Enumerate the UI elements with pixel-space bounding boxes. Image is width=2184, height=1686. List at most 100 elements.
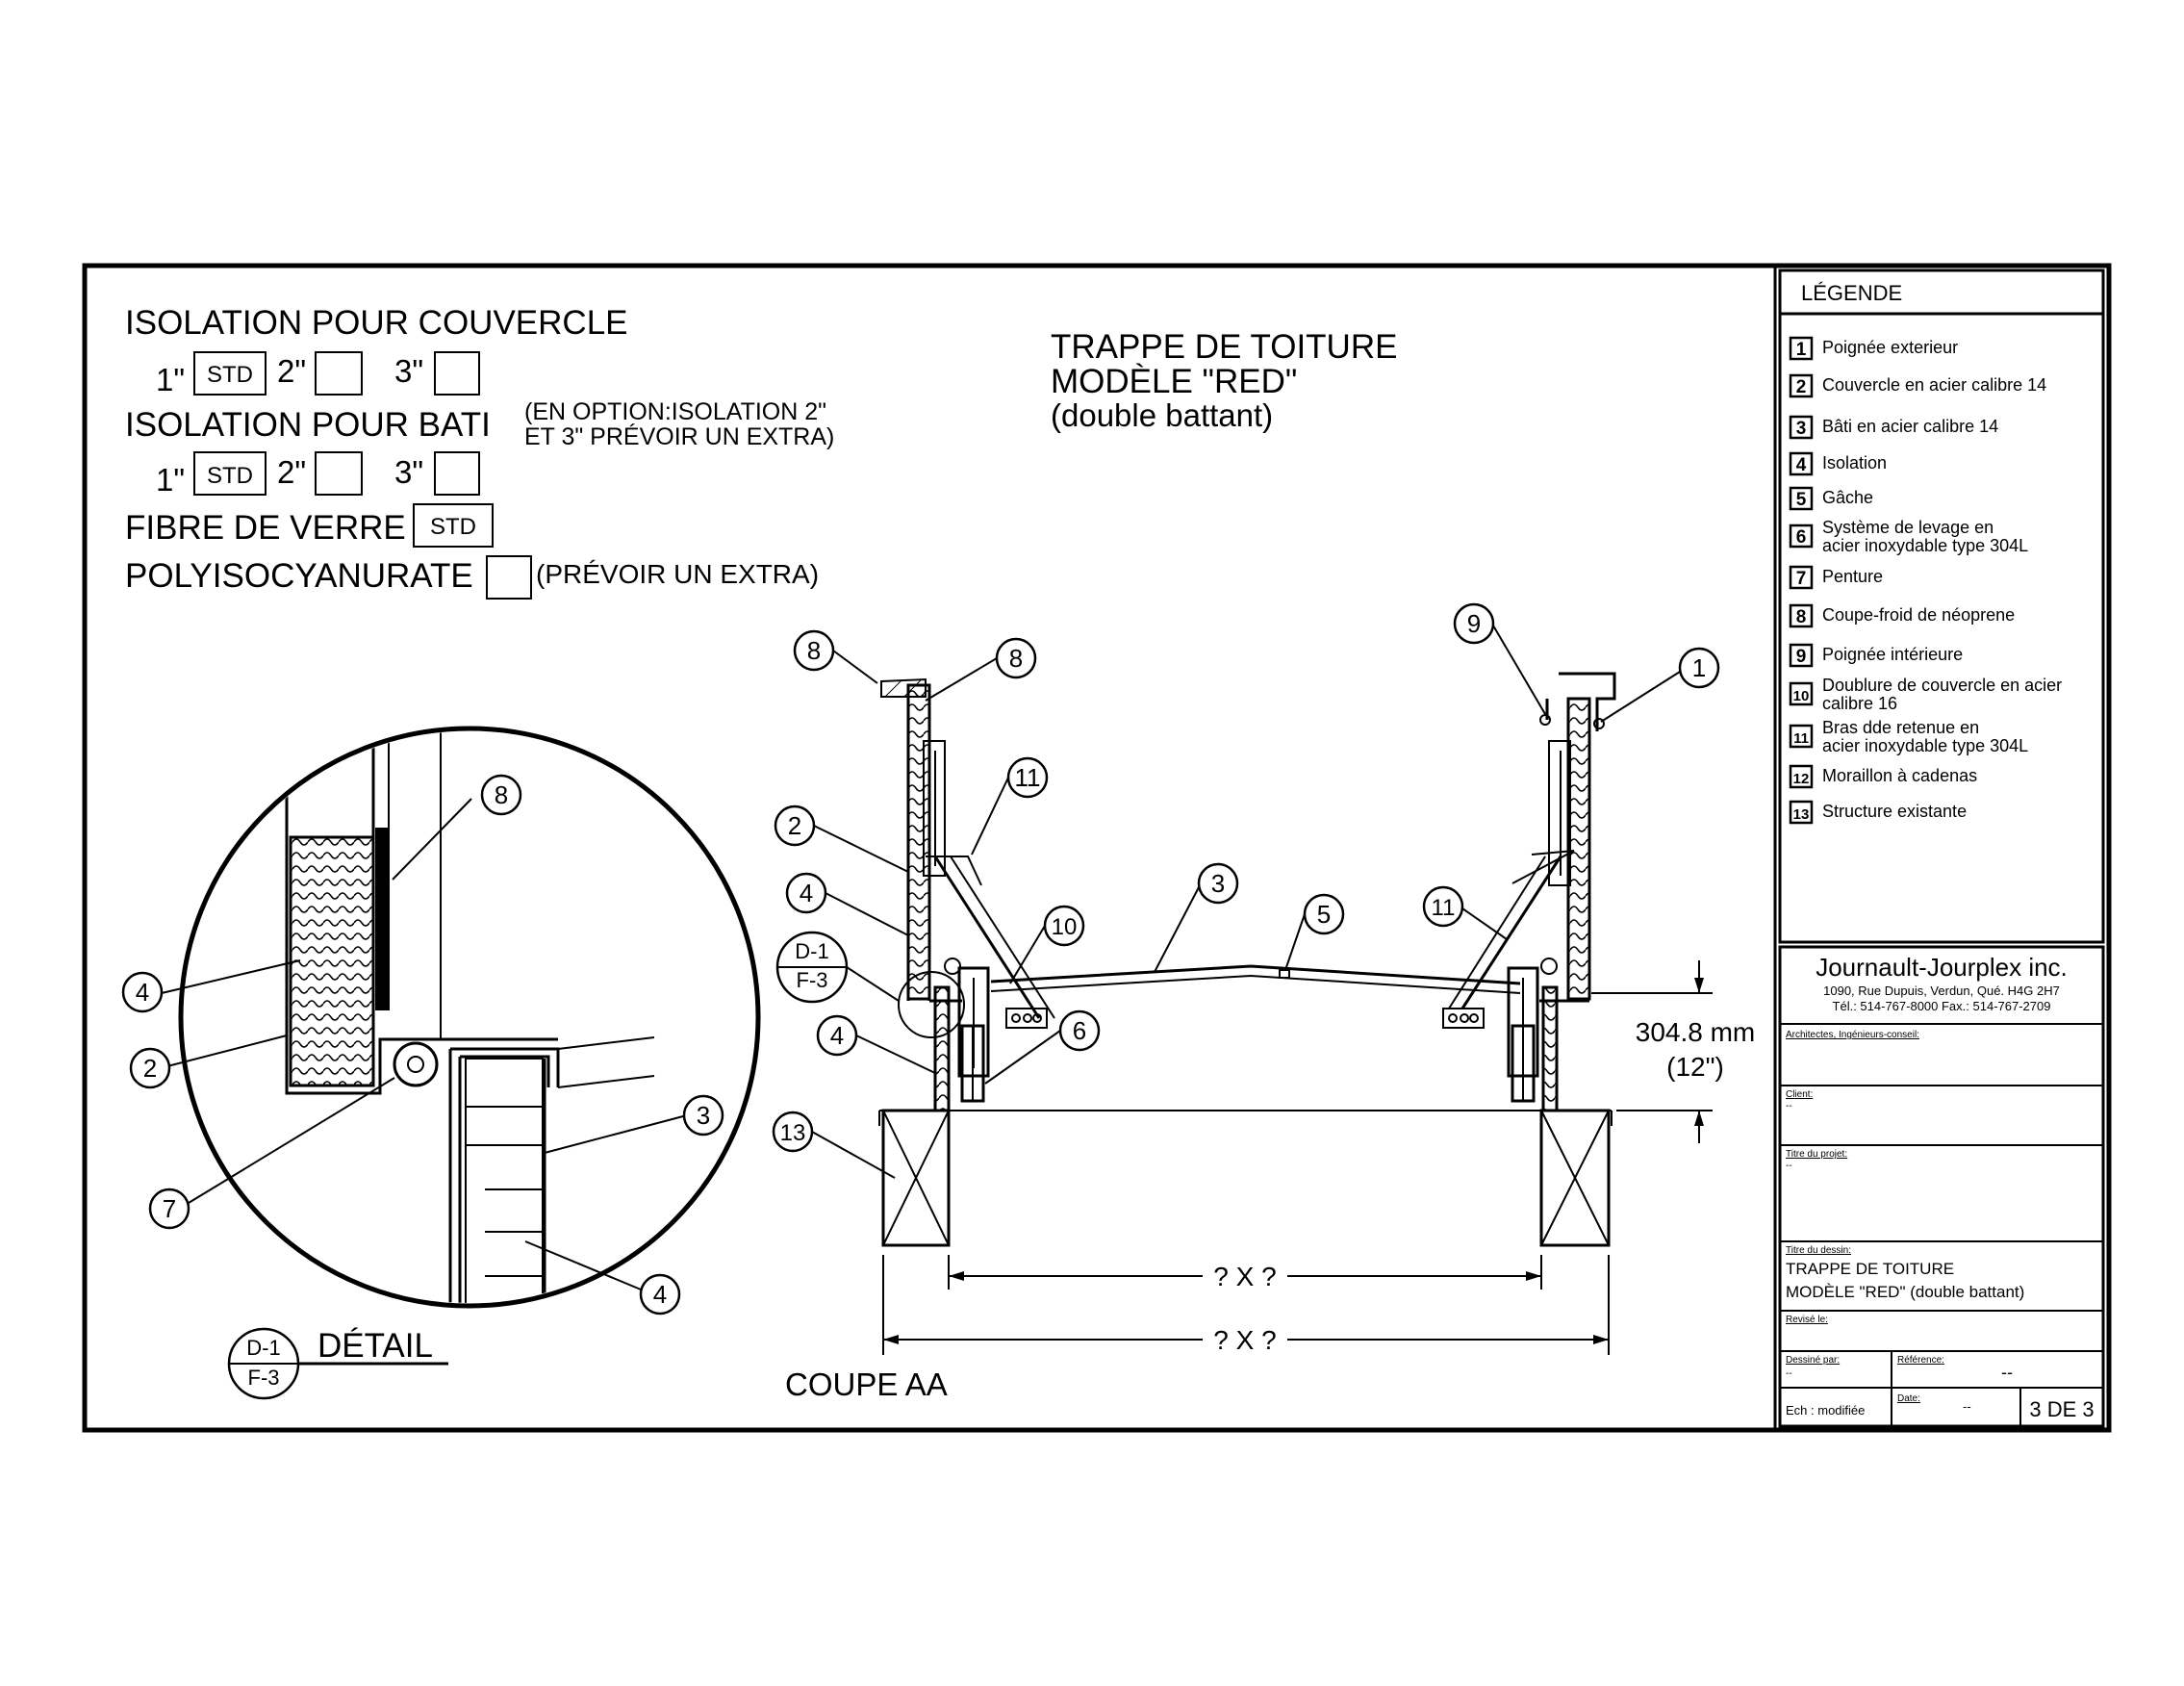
- legend-item-label: Système de levage en: [1822, 518, 1994, 537]
- drawn-value: --: [1786, 1368, 1792, 1379]
- company-phone: Tél.: 514-767-8000 Fax.: 514-767-2709: [1833, 999, 2051, 1013]
- lid-option-2: 2": [277, 353, 306, 389]
- legend-item-box: [1789, 373, 1814, 398]
- polyiso-label: POLYISOCYANURATE: [125, 557, 473, 595]
- detail-frame-insulation: [465, 1058, 544, 1303]
- frame-insulation-heading: ISOLATION POUR BATI: [125, 406, 491, 444]
- lid-option-3: 3": [394, 353, 423, 389]
- legend-item-box: [1789, 486, 1814, 511]
- detail-label: DÉTAIL: [317, 1327, 433, 1365]
- detail-callout-2: 2: [143, 1054, 157, 1083]
- height-dimension-in: (12"): [1666, 1052, 1724, 1082]
- sheet-number: 3 DE 3: [2029, 1397, 2094, 1421]
- section-callout-8b: 8: [1009, 644, 1023, 673]
- lid-std-box[interactable]: [193, 351, 267, 396]
- legend-item-box: [1789, 724, 1814, 749]
- section-callout-4b: 4: [830, 1021, 844, 1050]
- date-label: Date:: [1897, 1393, 1920, 1404]
- title-line3: (double battant): [1051, 397, 1273, 433]
- client-label: Client:: [1786, 1089, 1813, 1100]
- section-callout-13: 13: [780, 1120, 806, 1146]
- polyiso-note: (PRÉVOIR UN EXTRA): [536, 559, 819, 589]
- lid-3in-box[interactable]: [434, 351, 480, 396]
- legend-item-box: [1789, 764, 1814, 789]
- legend-item-box: [1789, 451, 1814, 476]
- legend-item-number: 12: [1793, 771, 1810, 787]
- legend-item-box: [1789, 336, 1814, 361]
- legend-item-box: [1789, 643, 1814, 668]
- legend-item-box: [1789, 681, 1814, 706]
- date-value: --: [1963, 1399, 1971, 1414]
- section-callout-11a: 11: [1015, 763, 1041, 792]
- left-lid: [906, 683, 931, 1001]
- legend-item-label: Penture: [1822, 567, 1883, 586]
- legend-item-number: 3: [1796, 419, 1807, 439]
- legend-item-number: 2: [1796, 377, 1807, 397]
- lid-std-label: STD: [207, 362, 253, 388]
- section-callout-10: 10: [1052, 914, 1078, 940]
- legend: LÉGENDE: [1778, 268, 2105, 944]
- option-note-line2: ET 3" PRÉVOIR UN EXTRA): [524, 422, 834, 450]
- title-block: Journault-Jourplex inc. 1090, Rue Dupuis…: [1778, 945, 2105, 1428]
- legend-item-number: 13: [1793, 806, 1810, 823]
- company-name: Journault-Jourplex inc.: [1816, 953, 2068, 982]
- frame-std-box[interactable]: [193, 451, 267, 496]
- fiberglass-label: FIBRE DE VERRE: [125, 509, 406, 547]
- legend-item-number: 10: [1793, 688, 1810, 704]
- legend-item-label-line2: acier inoxydable type 304L: [1822, 736, 2028, 755]
- legend-item-box: [1789, 565, 1814, 590]
- legend-item-label: Poignée intérieure: [1822, 645, 1963, 664]
- legend-item-label: Gâche: [1822, 488, 1873, 507]
- section-callout-2: 2: [788, 811, 801, 840]
- section-callout-1: 1: [1692, 653, 1706, 682]
- detail-callout-3: 3: [697, 1101, 710, 1130]
- section-ref-bottom: F-3: [797, 968, 828, 992]
- revised-label: Revisé le:: [1786, 1315, 1828, 1325]
- section-callout-8a: 8: [807, 636, 821, 665]
- legend-item-box: [1789, 800, 1814, 825]
- architects-label: Architectes, Ingénieurs-conseil:: [1786, 1030, 1919, 1040]
- legend-item-label: Doublure de couvercle en acier: [1822, 676, 2062, 695]
- sheet-border: [82, 263, 2112, 1433]
- section-callout-5: 5: [1317, 900, 1331, 929]
- detail-callout-4a: 4: [136, 978, 149, 1007]
- fiberglass-std-label: STD: [430, 514, 476, 540]
- detail-callout-8: 8: [495, 780, 508, 809]
- legend-item-number: 4: [1796, 455, 1807, 475]
- insulation-spec: ISOLATION POUR COUVERCLE 1" STD 2" 3" IS…: [125, 304, 834, 600]
- legend-item-number: 7: [1796, 569, 1807, 589]
- drawing-title: TRAPPE DE TOITURE MODÈLE "RED" (double b…: [1051, 328, 1397, 433]
- polyiso-box[interactable]: [486, 555, 532, 600]
- legend-item-label: Moraillon à cadenas: [1822, 766, 1977, 785]
- client-value: --: [1786, 1101, 1792, 1111]
- section-callout-3: 3: [1211, 869, 1225, 898]
- frame-option-1: 1": [156, 462, 185, 498]
- detail-hinge: [393, 1041, 439, 1087]
- legend-item-box: [1789, 603, 1814, 628]
- frame-option-2: 2": [277, 454, 306, 490]
- legend-item-label-line2: acier inoxydable type 304L: [1822, 536, 2028, 555]
- left-frame-wall: [933, 985, 951, 1112]
- option-note-line1: (EN OPTION:ISOLATION 2": [524, 398, 826, 425]
- section-callout-9: 9: [1467, 609, 1481, 638]
- height-dimension-mm: 304.8 mm: [1636, 1017, 1756, 1047]
- legend-item-number: 9: [1796, 647, 1807, 667]
- frame-2in-box[interactable]: [315, 451, 363, 496]
- legend-item-number: 5: [1796, 490, 1807, 510]
- frame-std-label: STD: [207, 463, 253, 489]
- right-frame-wall: [1541, 985, 1559, 1112]
- drawing-label: Titre du dessin:: [1786, 1245, 1851, 1256]
- legend-item-label: Poignée exterieur: [1822, 338, 1958, 357]
- lid-2in-box[interactable]: [315, 351, 363, 396]
- section-callout-6: 6: [1073, 1016, 1086, 1045]
- drawing-title-line2: MODÈLE "RED" (double battant): [1786, 1283, 2024, 1301]
- outer-width-dimension: ? X ?: [1213, 1325, 1276, 1355]
- fiberglass-std-box[interactable]: [413, 503, 494, 548]
- legend-item-label: Bras dde retenue en: [1822, 718, 1979, 737]
- reference-label: Référence:: [1897, 1355, 1944, 1366]
- title-line1: TRAPPE DE TOITURE: [1051, 328, 1397, 366]
- section-callout-4a: 4: [800, 879, 813, 907]
- detail-ref-bottom: F-3: [248, 1366, 280, 1390]
- frame-3in-box[interactable]: [434, 451, 480, 496]
